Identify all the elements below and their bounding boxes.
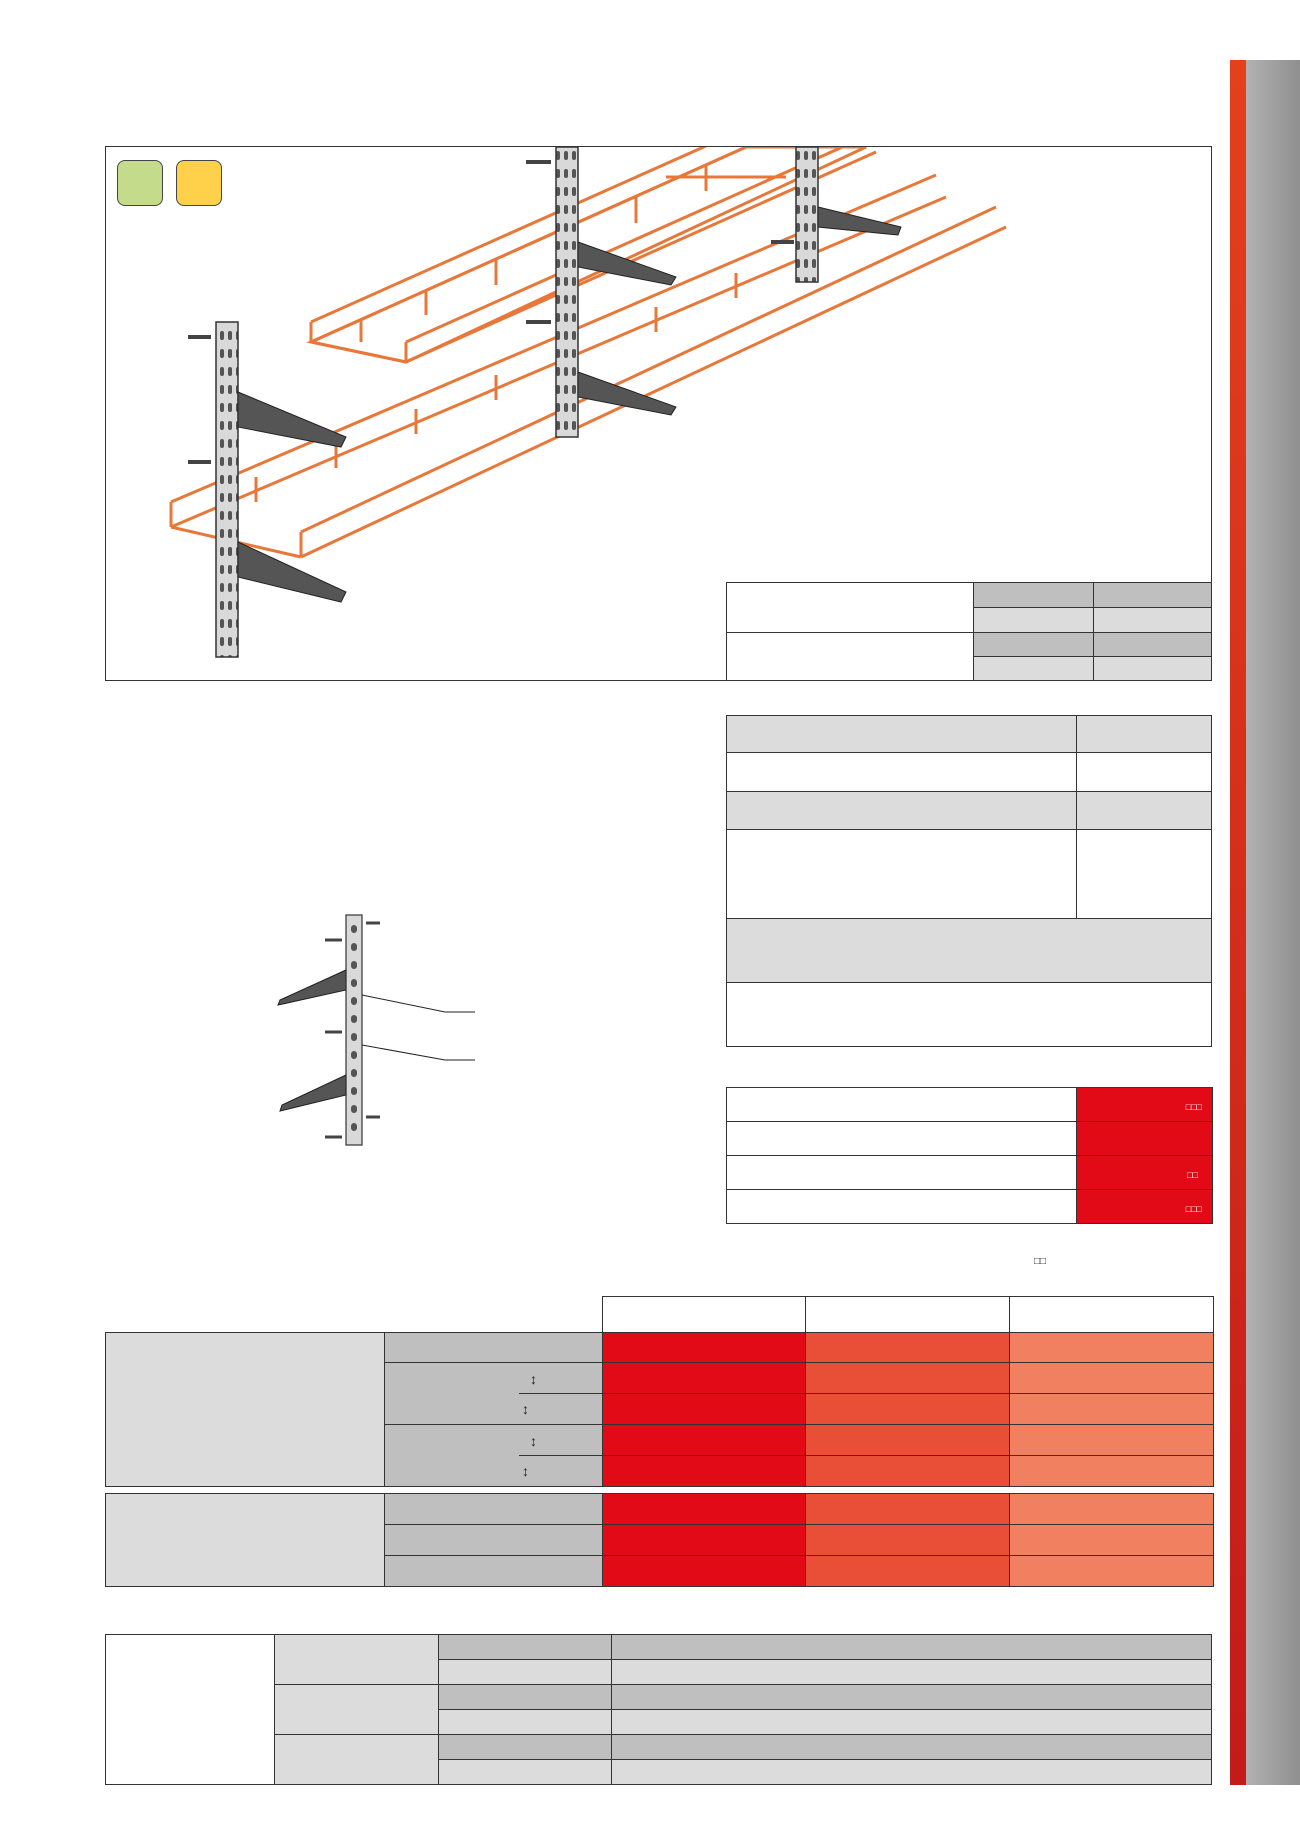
load-group-label [105,1493,385,1587]
hero-spec-cell [973,632,1094,657]
load-value-cell [1009,1424,1214,1456]
ref-sub-cell [438,1759,612,1785]
load-value-cell [805,1524,1010,1556]
load-value-cell [805,1555,1010,1587]
indicator-label-cell [726,1155,1077,1190]
indicator-label-cell [726,1121,1077,1156]
support-brackets [237,206,902,603]
load-header-cell [805,1296,1010,1333]
vertical-load-icon: ↕ [522,1401,529,1417]
ref-value-cell [611,1759,1212,1785]
load-value-cell [1009,1362,1214,1394]
load-value-cell [1009,1455,1214,1487]
load-value-cell [602,1424,806,1456]
hero-spec-cell [726,582,974,633]
ref-group-cell [274,1734,439,1785]
load-value-cell [805,1493,1010,1525]
indicator-label-cell [726,1189,1077,1224]
yellow-finish-swatch [176,160,222,206]
spec-row [726,918,1212,983]
load-value-cell [602,1455,806,1487]
ref-group-cell [274,1634,439,1685]
spec-row [726,752,1077,792]
side-band-red [1230,60,1246,1785]
load-value-cell [602,1393,806,1425]
ref-sub-cell [438,1634,612,1660]
anchor-bolts [188,160,794,464]
indicator-value-cell [1076,1121,1213,1156]
hero-spec-cell [726,632,974,681]
ref-value-cell [611,1684,1212,1710]
load-value-cell [1009,1555,1214,1587]
spec-row [1076,715,1212,753]
indicator-mark: □□□ [1185,1102,1202,1112]
load-divider [519,1393,603,1394]
load-value-cell [602,1332,806,1363]
indicator-value-cell: □□□ [1076,1087,1213,1122]
upper-wire-tray [306,130,877,364]
ref-sub-cell [438,1734,612,1760]
spec-row [1076,752,1212,792]
load-value-cell [1009,1493,1214,1525]
green-finish-swatch [117,160,163,206]
indicator-value-cell: □□□ [1076,1189,1213,1224]
side-band-gray [1246,60,1300,1785]
load-value-cell [805,1424,1010,1456]
load-header-cell [1009,1296,1214,1333]
vertical-load-icon: ↕ [530,1371,537,1387]
hero-spec-cell [1093,632,1212,657]
load-value-cell [602,1493,806,1525]
spec-row [1076,829,1212,919]
load-value-cell [805,1362,1010,1394]
ref-value-cell [611,1634,1212,1660]
ref-sub-cell [438,1684,612,1710]
vertical-load-icon: ↕ [522,1463,529,1479]
ref-sub-cell [438,1659,612,1685]
indicator-label-cell [726,1087,1077,1122]
hero-spec-cell [973,607,1094,633]
vertical-load-icon: ↕ [530,1433,537,1449]
hero-spec-cell [973,582,1094,608]
ref-sub-cell [438,1709,612,1735]
hero-illustration-frame [105,130,1212,681]
load-value-cell [805,1393,1010,1425]
load-subrow [384,1555,603,1587]
hero-spec-cell [973,656,1094,681]
ref-value-cell [611,1709,1212,1735]
load-value-cell [1009,1332,1214,1363]
ref-header-cell [105,1634,275,1785]
note-mark: □□ [1034,1256,1047,1267]
ref-value-cell [611,1659,1212,1685]
spec-row [726,829,1077,919]
spec-row [726,791,1077,830]
load-subrow [384,1524,603,1556]
load-header-cell [602,1296,806,1333]
load-value-cell [805,1332,1010,1363]
load-subrow [384,1493,603,1525]
spec-row [726,982,1212,1047]
hero-spec-cell [1093,607,1212,633]
load-value-cell [805,1455,1010,1487]
indicator-value-cell: □□ [1076,1155,1213,1190]
indicator-mark: □□ [1187,1170,1198,1180]
spec-row [1076,791,1212,830]
indicator-mark: □□□ [1185,1204,1202,1214]
load-value-cell [602,1555,806,1587]
load-divider [519,1455,603,1456]
rail-bracket-detail-illustration [277,914,475,1146]
ref-group-cell [274,1684,439,1735]
hero-spec-cell [1093,656,1212,681]
support-rails [215,146,819,658]
load-value-cell [602,1362,806,1394]
load-value-cell [1009,1393,1214,1425]
hero-spec-cell [1093,582,1212,608]
load-subrow [384,1332,603,1363]
load-group-label [105,1332,385,1487]
ref-value-cell [611,1734,1212,1760]
load-value-cell [1009,1524,1214,1556]
cable-tray-installation-illustration [169,130,1007,658]
load-value-cell [602,1524,806,1556]
spec-row [726,715,1077,753]
